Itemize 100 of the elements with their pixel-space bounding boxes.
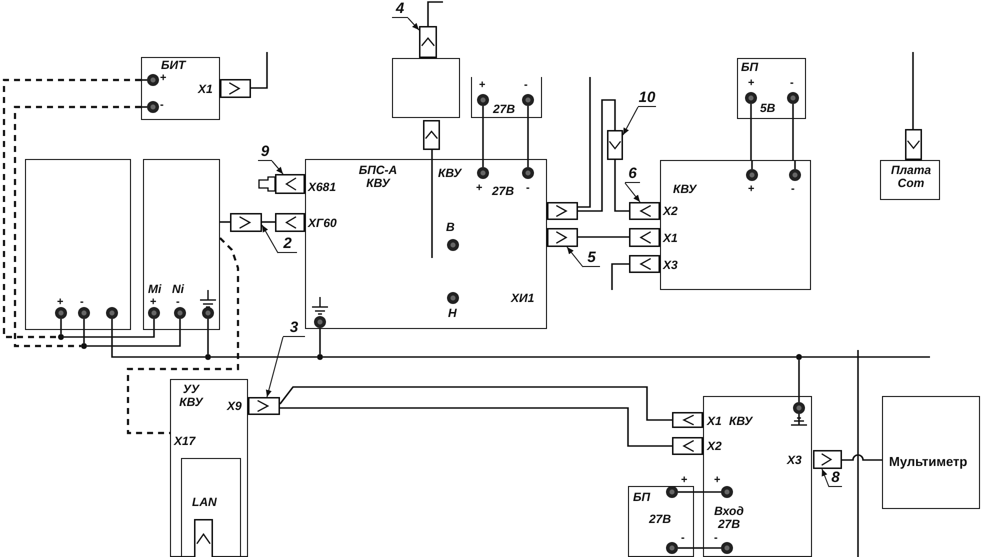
wire bbox=[111, 330, 205, 358]
connector-block bbox=[230, 213, 262, 232]
block-title: Плата Com bbox=[890, 164, 932, 190]
block-label: КВУ bbox=[438, 167, 462, 180]
wire bbox=[614, 160, 629, 212]
connector-block bbox=[629, 255, 660, 273]
leader-line bbox=[566, 246, 584, 268]
block-title: Мультиметр bbox=[889, 455, 968, 470]
leader-line bbox=[262, 224, 278, 254]
device-box bbox=[471, 77, 542, 118]
junction-dot bbox=[205, 354, 211, 360]
polarity-sign: + bbox=[748, 184, 754, 195]
wire bbox=[211, 356, 317, 358]
device-box bbox=[628, 486, 694, 557]
device-box bbox=[737, 58, 806, 119]
block-title: БП bbox=[741, 61, 758, 74]
voltage-label: 27В bbox=[649, 513, 672, 526]
wire bbox=[83, 330, 85, 343]
port-label: ХИ1 bbox=[511, 292, 534, 306]
callout-number: 4 bbox=[392, 1, 408, 18]
polarity-sign: - bbox=[80, 297, 84, 308]
callout-number: 10 bbox=[638, 90, 656, 107]
connector-block bbox=[275, 213, 305, 232]
port-label: ХГ60 bbox=[308, 217, 337, 230]
polarity-sign: + bbox=[748, 78, 754, 89]
port-label: Х2 bbox=[663, 205, 678, 218]
block-label: КВУ bbox=[729, 415, 752, 428]
connector-block bbox=[258, 174, 305, 194]
wire bbox=[207, 330, 209, 354]
wire bbox=[87, 330, 181, 347]
leader-line bbox=[272, 160, 284, 174]
polarity-sign: + bbox=[150, 297, 156, 308]
device-box bbox=[170, 379, 248, 557]
device-box bbox=[882, 396, 980, 509]
port-label: Х1 bbox=[198, 83, 213, 96]
junction-dot bbox=[81, 343, 87, 349]
connector-block bbox=[672, 437, 703, 455]
terminal-label: В bbox=[446, 221, 455, 234]
wire bbox=[792, 119, 794, 160]
wire bbox=[578, 236, 629, 238]
device-box bbox=[660, 160, 811, 290]
port-label: Х1 bbox=[707, 415, 722, 428]
wire bbox=[262, 221, 275, 223]
dashed-wire bbox=[126, 237, 240, 434]
connector-block bbox=[220, 79, 251, 98]
device-box bbox=[141, 57, 220, 120]
callout-number: 6 bbox=[625, 166, 640, 183]
leader-line bbox=[822, 468, 830, 488]
block-label: КВУ bbox=[673, 183, 696, 196]
polarity-sign: + bbox=[57, 297, 64, 308]
wire bbox=[798, 360, 800, 396]
wire bbox=[527, 118, 529, 159]
port-label: Х3 bbox=[787, 454, 802, 468]
wire bbox=[427, 1, 443, 26]
callout-number: 9 bbox=[258, 144, 272, 161]
block-title: БИТ bbox=[161, 59, 186, 72]
device-box bbox=[392, 58, 460, 118]
polarity-sign: - bbox=[714, 533, 718, 544]
dashed-wire bbox=[2, 78, 141, 338]
wire bbox=[750, 119, 752, 160]
connector-block bbox=[905, 129, 922, 160]
callout-number: 3 bbox=[283, 320, 305, 337]
port-label: LAN bbox=[192, 496, 217, 510]
polarity-sign: + bbox=[479, 80, 486, 91]
connector-block bbox=[672, 412, 703, 428]
device-box bbox=[25, 159, 131, 330]
leader-line bbox=[622, 106, 638, 136]
connector-block bbox=[629, 202, 660, 220]
polarity-sign: + bbox=[714, 475, 720, 486]
polarity-sign: - bbox=[681, 533, 685, 544]
junction-dot bbox=[58, 334, 64, 340]
device-box bbox=[880, 160, 940, 200]
polarity-sign: - bbox=[790, 78, 794, 89]
input-label: Вход 27В bbox=[713, 505, 745, 532]
device-box bbox=[143, 159, 220, 330]
wire bbox=[578, 99, 616, 212]
junction-dot bbox=[317, 354, 323, 360]
leader-line bbox=[624, 182, 640, 202]
connector-block bbox=[547, 202, 578, 220]
connector-block bbox=[813, 450, 842, 469]
connector-block bbox=[629, 228, 660, 247]
block-title: УУ КВУ bbox=[178, 383, 204, 410]
port-label: Х3 bbox=[663, 259, 678, 272]
voltage-label: 27В bbox=[492, 185, 514, 198]
connector-block bbox=[419, 26, 437, 58]
wire bbox=[694, 491, 703, 493]
wire bbox=[280, 407, 672, 447]
port-label: Х681 bbox=[308, 181, 336, 194]
wire bbox=[431, 150, 433, 159]
device-box bbox=[181, 458, 241, 557]
wire bbox=[220, 221, 230, 223]
connector-block bbox=[547, 228, 578, 247]
wire bbox=[482, 118, 484, 159]
dashed-wire bbox=[14, 106, 141, 348]
connector-block bbox=[607, 130, 623, 160]
leader-line bbox=[408, 18, 420, 30]
callout-number: 5 bbox=[583, 250, 600, 267]
terminal-label: Н bbox=[448, 307, 457, 320]
terminal-label: Ni bbox=[172, 283, 184, 296]
wire bbox=[842, 454, 882, 461]
